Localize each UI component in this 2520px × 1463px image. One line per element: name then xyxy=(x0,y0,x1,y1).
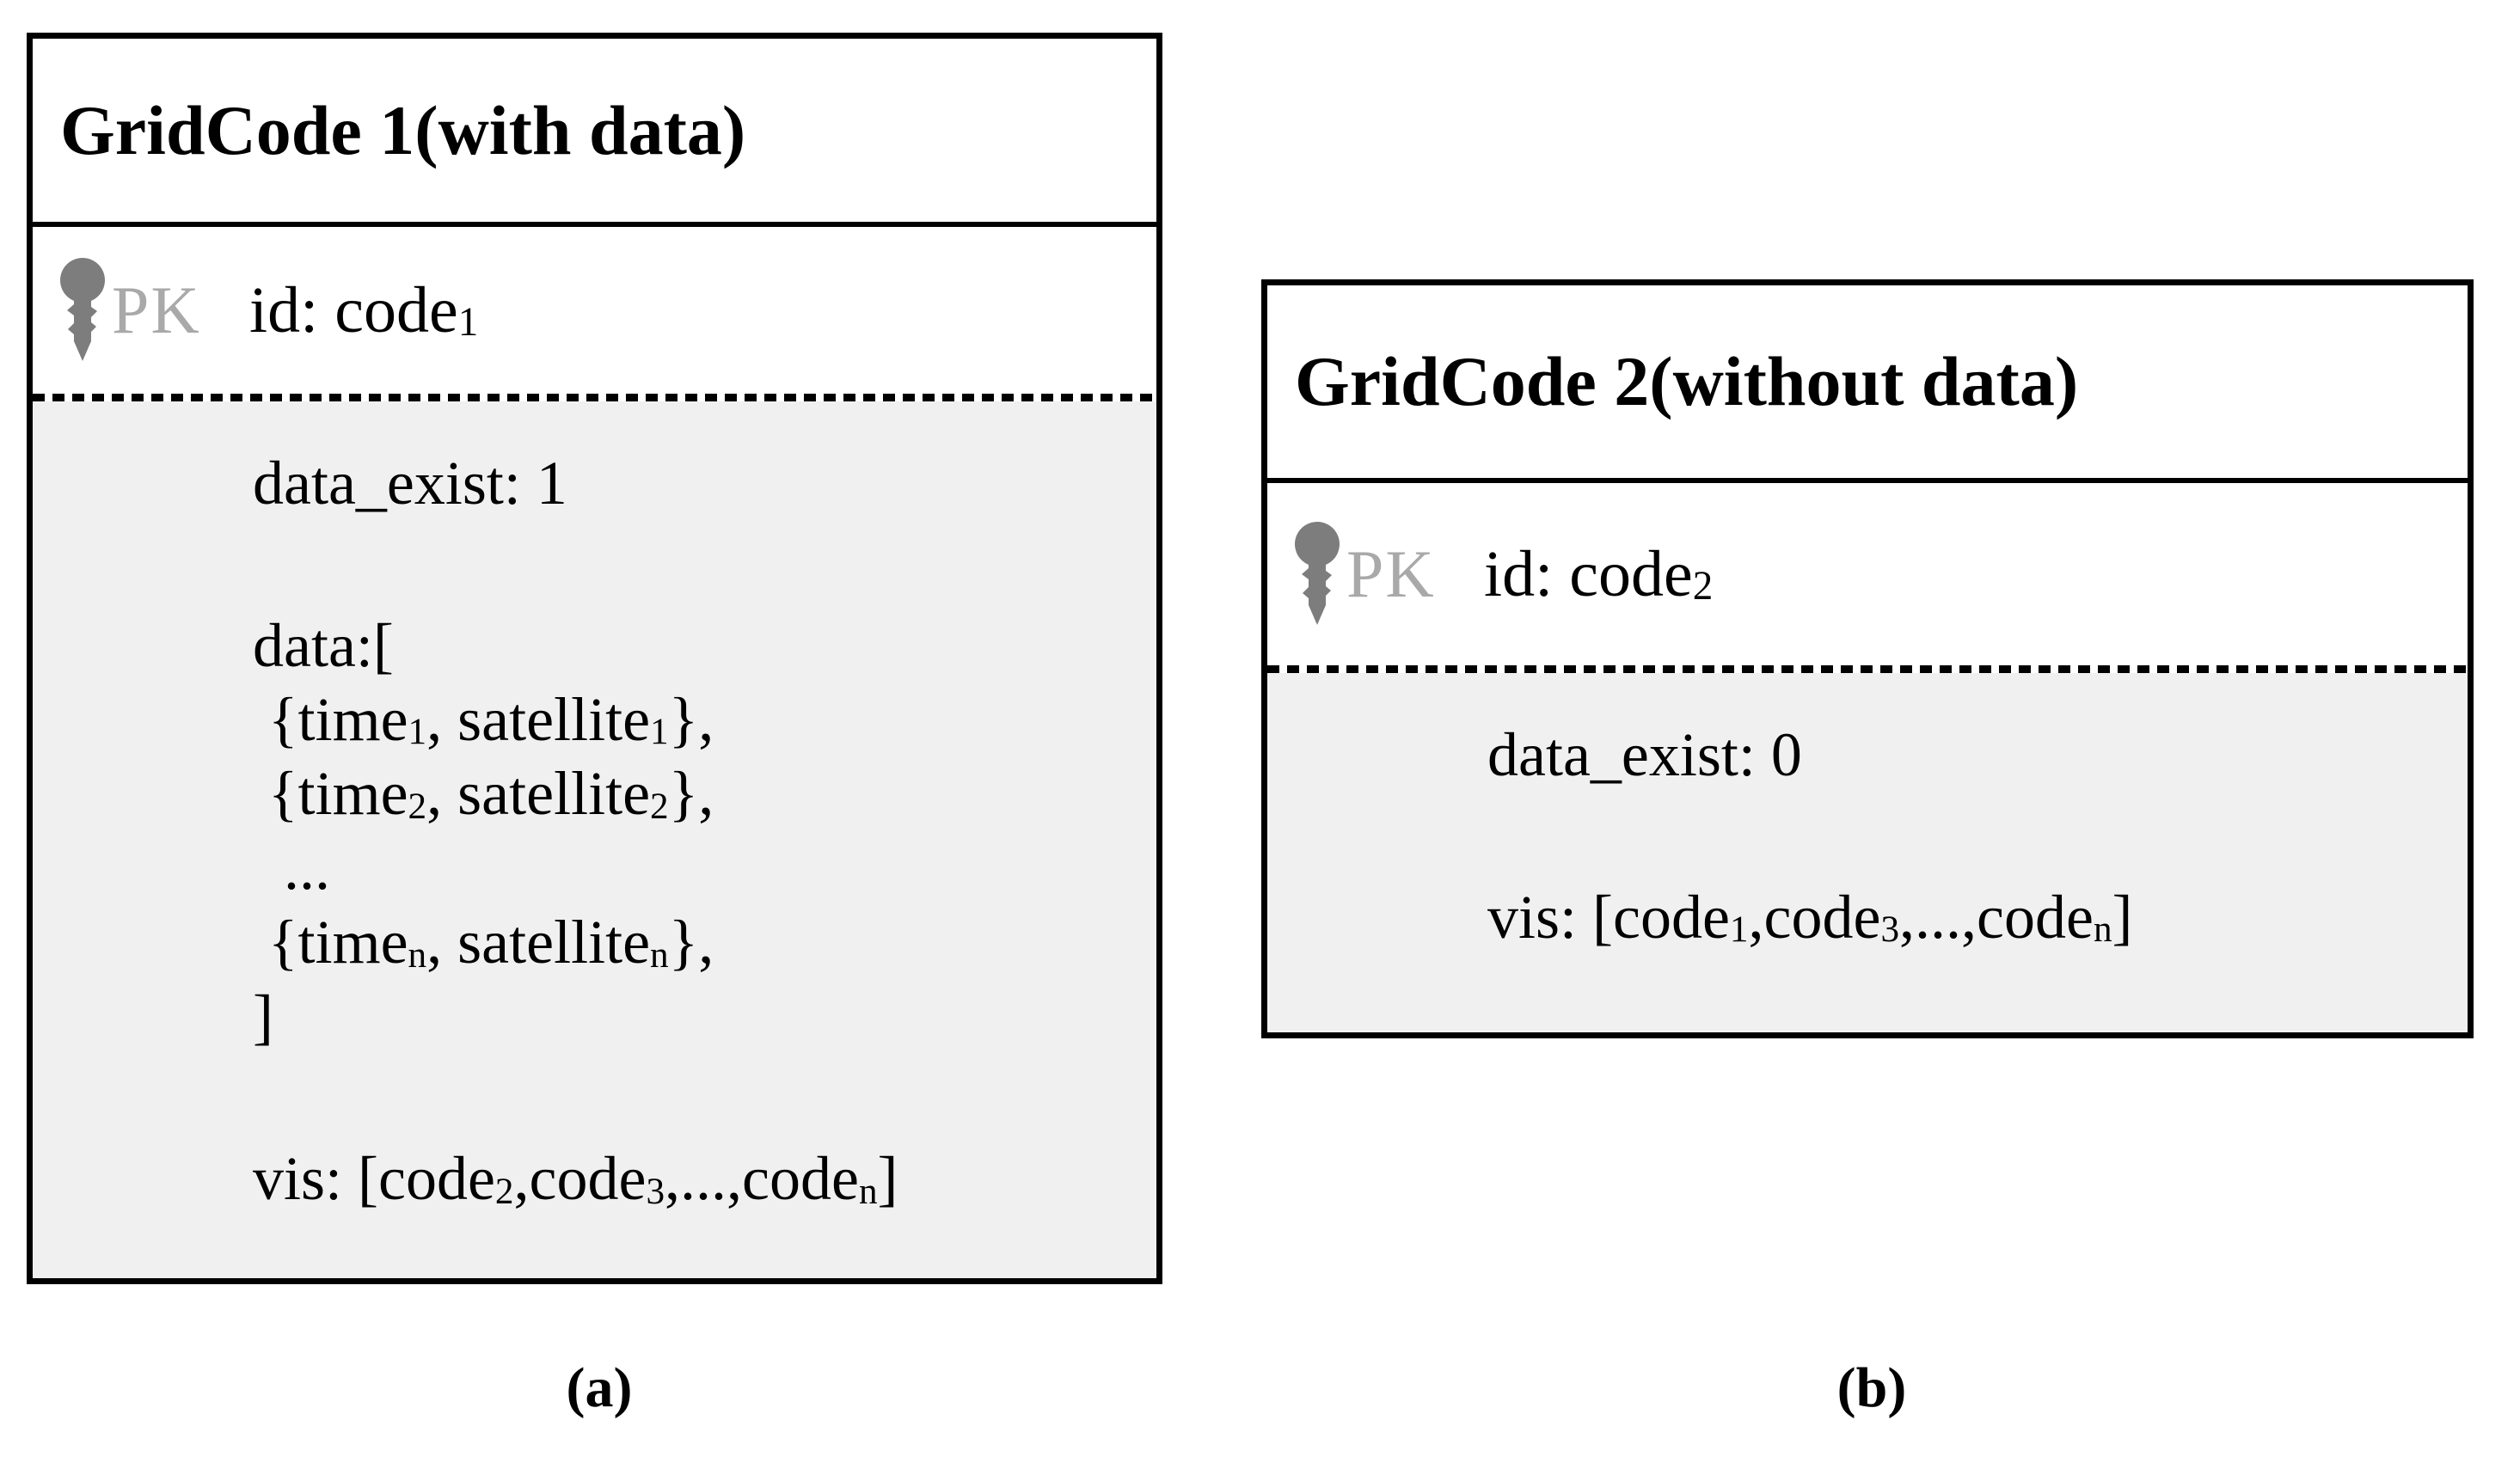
body-line xyxy=(253,520,1143,608)
body-line: {time1, satellite1}, xyxy=(253,683,1143,756)
body-line: ] xyxy=(253,980,1143,1054)
body-line: data:[ xyxy=(253,609,1143,683)
body-line: {timen, satelliten}, xyxy=(253,905,1143,979)
panel-label-b: (b) xyxy=(1836,1356,1907,1419)
body-line: vis: [code2,code3,...,coden] xyxy=(253,1142,1143,1215)
body-line xyxy=(253,1054,1143,1142)
text-segment: }, xyxy=(668,908,714,977)
subscript: 3 xyxy=(646,1171,665,1212)
entity-title: GridCode 1(with data) xyxy=(60,90,746,169)
text-segment: ,code xyxy=(1748,882,1881,952)
body-line: vis: [code1,code3,...,coden] xyxy=(1487,880,2454,954)
primary-key-row: PK id: code2 xyxy=(1267,483,2468,665)
text-segment: {time xyxy=(253,759,408,829)
entity-title: GridCode 2(without data) xyxy=(1295,342,2079,420)
panel-label-a: (a) xyxy=(566,1356,633,1419)
subscript: n xyxy=(408,934,427,976)
text-segment: }, xyxy=(668,759,714,829)
entity-title-bar: GridCode 1(with data) xyxy=(33,39,1156,227)
text-segment: ] xyxy=(877,1144,898,1214)
text-segment: data:[ xyxy=(253,610,394,680)
subscript: 1 xyxy=(1729,909,1749,950)
text-segment: ,...,code xyxy=(665,1144,859,1214)
text-segment: ] xyxy=(253,982,273,1051)
text-segment: data_exist: 1 xyxy=(253,449,567,517)
subscript: n xyxy=(650,934,669,976)
text-segment: id: code xyxy=(1484,538,1693,610)
subscript: n xyxy=(858,1171,878,1212)
text-segment: {time xyxy=(253,685,408,755)
dashed-divider xyxy=(33,394,1156,401)
entity-title-bar: GridCode 2(without data) xyxy=(1267,285,2468,483)
body-line: data_exist: 1 xyxy=(253,446,1143,520)
subscript: 1 xyxy=(408,712,427,753)
pk-field: id: code2 xyxy=(1484,542,1713,607)
subscript: 2 xyxy=(650,786,669,827)
pk-field: id: code1 xyxy=(249,278,478,343)
primary-key-row: PK id: code1 xyxy=(33,227,1156,394)
text-segment: vis: [code xyxy=(1487,882,1730,952)
text-segment: ] xyxy=(2112,882,2133,952)
text-segment: id: code xyxy=(249,274,458,346)
text-segment: , satellite xyxy=(426,759,651,829)
body-line: {time2, satellite2}, xyxy=(253,756,1143,830)
subscript: 2 xyxy=(408,786,427,827)
text-segment: ,...,code xyxy=(1899,882,2094,952)
subscript: 1 xyxy=(650,712,669,753)
text-segment: , satellite xyxy=(426,908,651,977)
body-line: ... xyxy=(253,831,1143,905)
pk-label: PK xyxy=(1346,536,1436,611)
pk-label: PK xyxy=(112,272,201,347)
text-segment: data_exist: 0 xyxy=(1487,720,1802,789)
text-segment: ,code xyxy=(513,1144,647,1214)
text-segment: , satellite xyxy=(426,685,651,755)
subscript: 3 xyxy=(1880,909,1900,950)
key-icon xyxy=(1295,522,1340,625)
dashed-divider xyxy=(1267,665,2468,673)
key-icon xyxy=(60,258,105,361)
text-segment: {time xyxy=(253,908,408,977)
entity-box-gridcode-2: GridCode 2(without data) PK id: code2 da… xyxy=(1261,279,2474,1038)
body-line: data_exist: 0 xyxy=(1487,718,2454,792)
entity-body: data_exist: 0 vis: [code1,code3,...,coden… xyxy=(1267,673,2468,1032)
text-segment: ... xyxy=(253,833,330,903)
subscript: n xyxy=(2093,909,2112,950)
subscript: 1 xyxy=(457,299,479,345)
subscript: 2 xyxy=(1692,563,1714,609)
entity-box-gridcode-1: GridCode 1(with data) PK id: code1 data_… xyxy=(27,33,1162,1284)
text-segment: }, xyxy=(668,685,714,755)
body-line xyxy=(1487,792,2454,879)
subscript: 2 xyxy=(494,1171,514,1212)
text-segment: vis: [code xyxy=(253,1144,495,1214)
